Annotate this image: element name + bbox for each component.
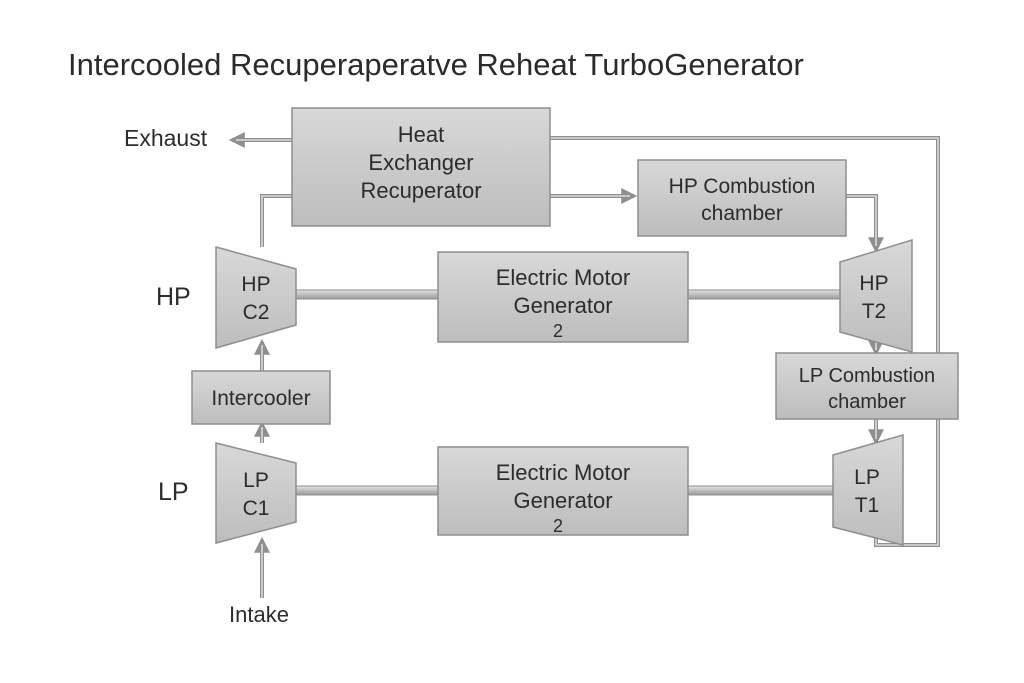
hp-compressor-c2: HP C2: [215, 246, 297, 349]
motor-generator-bottom: Electric Motor Generator 2: [437, 446, 689, 536]
lp-shaft-right: [687, 485, 834, 496]
intake-label: Intake: [229, 602, 289, 627]
lp-turbine-t1: LP T1: [832, 434, 904, 546]
exhaust-label: Exhaust: [124, 125, 208, 151]
motor-generator-top: Electric Motor Generator 2: [437, 251, 689, 343]
hp-stage-label: HP: [156, 283, 191, 311]
recuperator: Heat Exchanger Recuperator: [291, 107, 551, 227]
hp-t2-label-line1: HP: [859, 272, 888, 295]
hp-combustion-label-line2: chamber: [701, 202, 783, 225]
lp-c1-label-line1: LP: [243, 469, 269, 492]
hp-combustion-chamber: HP Combustion chamber: [637, 159, 847, 237]
motor-generator-bottom-line3: 2: [553, 516, 563, 536]
recuperator-label-line1: Heat: [398, 122, 444, 147]
hp-combustion-label-line1: HP Combustion: [669, 175, 816, 198]
diagram-title: Intercooled Recuperaperatve Reheat Turbo…: [68, 47, 804, 82]
lp-c1-label-line2: C1: [243, 497, 270, 520]
lp-combustion-label-line2: chamber: [828, 391, 906, 413]
motor-generator-top-line3: 2: [553, 321, 563, 341]
motor-generator-bottom-line2: Generator: [513, 488, 612, 513]
lp-stage-label: LP: [158, 478, 189, 506]
hp-turbine-t2: HP T2: [839, 238, 913, 353]
intercooler: Intercooler: [191, 370, 331, 425]
hp-combustion-to-t2-pipe: [846, 194, 884, 254]
hp-shaft-right: [687, 289, 841, 300]
hp-c2-label-line2: C2: [243, 301, 270, 324]
shafts: [295, 289, 841, 496]
lp-combustion-label-line1: LP Combustion: [799, 365, 935, 387]
motor-generator-bottom-line1: Electric Motor: [496, 460, 630, 485]
hp-shaft-left: [295, 289, 439, 300]
lp-t1-label-line1: LP: [854, 466, 880, 489]
recuperator-label-line3: Recuperator: [360, 178, 481, 203]
motor-generator-top-line1: Electric Motor: [496, 265, 630, 290]
c2-to-recuperator-pipe: [260, 194, 292, 247]
recuperator-label-line2: Exchanger: [368, 150, 473, 175]
lp-compressor-c1: LP C1: [215, 442, 297, 544]
intercooler-label: Intercooler: [211, 387, 310, 410]
motor-generator-top-line2: Generator: [513, 293, 612, 318]
hp-c2-label-line1: HP: [241, 273, 270, 296]
lp-shaft-left: [295, 485, 439, 496]
hp-t2-label-line2: T2: [862, 300, 887, 323]
lp-t1-label-line2: T1: [855, 494, 880, 517]
lp-combustion-chamber: LP Combustion chamber: [775, 352, 959, 420]
